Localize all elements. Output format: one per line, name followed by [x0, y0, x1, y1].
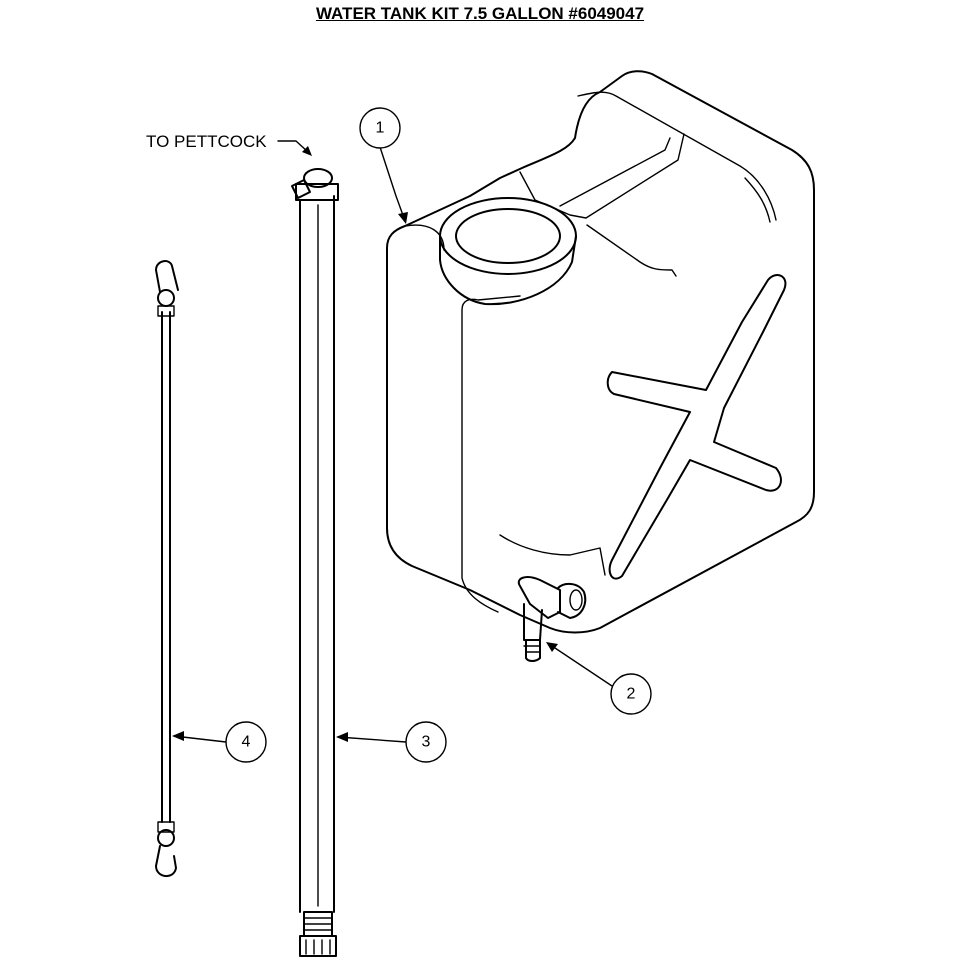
bungee-bottom-crimp [157, 821, 175, 833]
tank-side-edge [404, 224, 677, 277]
diagram-title: WATER TANK KIT 7.5 GALLON #6049047 [315, 4, 645, 23]
spigot-spout [523, 603, 543, 662]
tube-bottom-threads [303, 917, 333, 955]
spigot-spout-rings [523, 645, 541, 653]
callout-number: 1 [376, 120, 385, 137]
tube-top-barb [291, 179, 311, 199]
callout-2: 2 [610, 673, 652, 715]
callout-number: 2 [627, 686, 636, 703]
callout-1: 1 [359, 107, 401, 149]
tank-outline [386, 70, 815, 634]
water-tank [386, 70, 815, 634]
bungee-top-ball [157, 289, 175, 307]
pettcock-leader [277, 140, 309, 153]
spigot-collar-face [569, 589, 583, 611]
bungee-top-hook [155, 260, 179, 293]
tube-top-cap [303, 168, 333, 188]
arrow-1 [398, 212, 408, 224]
leader-2 [551, 645, 613, 687]
pettcock-label: TO PETTCOCK [146, 132, 267, 151]
tank-filler-opening [455, 208, 561, 264]
bungee-bottom-ball [157, 829, 175, 847]
tank-cross-recess [606, 274, 787, 580]
tube [291, 168, 339, 957]
tube-body [299, 195, 335, 913]
arrow-pettcock [302, 146, 312, 156]
tank-front-face [461, 295, 521, 613]
callout-number: 3 [422, 734, 431, 751]
leader-1 [379, 146, 405, 219]
spigot-collar [557, 582, 587, 619]
arrow-4 [172, 731, 184, 741]
tube-bottom-fitting [299, 911, 337, 957]
arrow-2 [546, 642, 558, 652]
callout-bubble [225, 721, 267, 763]
callout-bubble [359, 107, 401, 149]
callout-bubble [405, 721, 447, 763]
callout-bubble [610, 673, 652, 715]
bungee-bottom-hook [155, 845, 177, 877]
leader-3 [337, 736, 407, 743]
leaders [172, 140, 613, 743]
bungee-top-crimp [157, 305, 175, 317]
spigot [517, 576, 587, 662]
arrow-3 [336, 732, 348, 742]
tank-filler-neck [439, 235, 577, 306]
callout-3: 3 [405, 721, 447, 763]
bungee-cord-line [161, 311, 171, 823]
tank-handle [519, 91, 777, 223]
tank-bottom-curve [499, 534, 606, 576]
bungee-cord [155, 260, 179, 877]
callout-number: 4 [242, 734, 251, 751]
callout-4: 4 [225, 721, 267, 763]
spigot-body [517, 576, 561, 619]
